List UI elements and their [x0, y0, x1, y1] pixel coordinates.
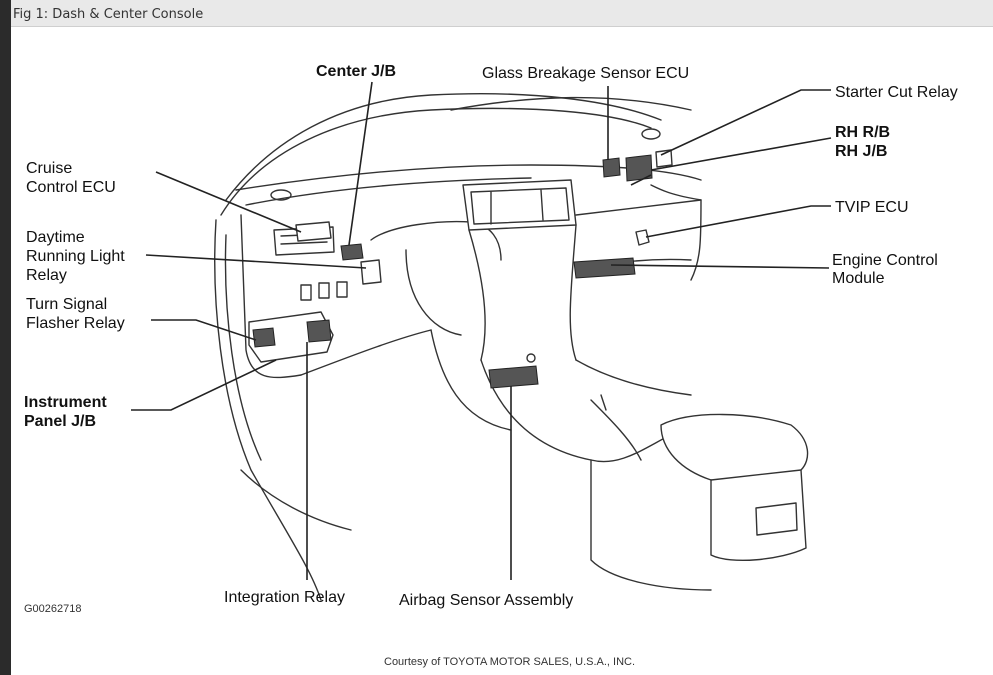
center-jb-shape	[340, 243, 364, 261]
label-tvip-ecu: TVIP ECU	[835, 199, 909, 216]
label-turn-line2: Flasher Relay	[26, 315, 125, 332]
leader-rh-rb-jb	[630, 137, 832, 186]
glass-breakage-ecu-shape	[602, 157, 621, 178]
tvip-ecu-shape	[635, 229, 650, 246]
turn-signal-relay-shape	[252, 327, 276, 348]
label-rh-rb: RH R/B	[835, 124, 890, 141]
label-drl-line1: Daytime	[26, 229, 85, 246]
figure-code: G00262718	[24, 603, 82, 615]
ecm-shape	[573, 257, 636, 279]
label-ipjb-line2: Panel J/B	[24, 413, 96, 430]
label-cruise-line1: Cruise	[26, 160, 72, 177]
label-rh-jb: RH J/B	[835, 143, 887, 160]
components	[248, 149, 673, 389]
label-turn-line1: Turn Signal	[26, 296, 107, 313]
label-drl-line2: Running Light	[26, 248, 125, 265]
figure-title-bar: Fig 1: Dash & Center Console	[11, 0, 993, 27]
dash-console-diagram: Center J/B Glass Breakage Sensor ECU Sta…	[24, 63, 958, 668]
label-airbag-sensor-assembly: Airbag Sensor Assembly	[399, 592, 573, 609]
label-drl-line3: Relay	[26, 267, 67, 284]
cruise-control-ecu-shape	[295, 221, 332, 242]
starter-cut-relay-shape	[655, 149, 673, 168]
label-center-jb: Center J/B	[316, 63, 396, 80]
label-ecm-line2: Module	[832, 270, 885, 287]
leader-lines	[131, 81, 832, 580]
leader-starter-cut	[660, 89, 831, 156]
leader-drl	[145, 254, 367, 269]
label-starter-cut-relay: Starter Cut Relay	[835, 84, 958, 101]
leader-center-jb	[348, 81, 373, 246]
leader-cruise	[155, 171, 302, 233]
leader-instrument-panel-jb	[131, 359, 277, 411]
airbag-sensor-shape	[488, 365, 539, 389]
label-ecm-line1: Engine Control	[832, 252, 938, 269]
figure-frame: Fig 1: Dash & Center Console	[11, 0, 993, 675]
leader-turn-signal	[151, 319, 257, 341]
rh-rb-shape	[625, 154, 653, 182]
label-cruise-line2: Control ECU	[26, 179, 116, 196]
labels: Center J/B Glass Breakage Sensor ECU Sta…	[24, 63, 958, 668]
leader-ecm	[610, 264, 830, 269]
label-ipjb-line1: Instrument	[24, 394, 107, 411]
figure-title: Fig 1: Dash & Center Console	[13, 7, 204, 22]
drl-relay-shape	[360, 259, 382, 285]
label-integration-relay: Integration Relay	[224, 589, 345, 606]
label-glass-breakage-sensor-ecu: Glass Breakage Sensor ECU	[482, 65, 689, 82]
integration-relay-shape	[306, 319, 332, 343]
courtesy-line: Courtesy of TOYOTA MOTOR SALES, U.S.A., …	[384, 656, 635, 668]
leader-tvip	[645, 205, 831, 238]
